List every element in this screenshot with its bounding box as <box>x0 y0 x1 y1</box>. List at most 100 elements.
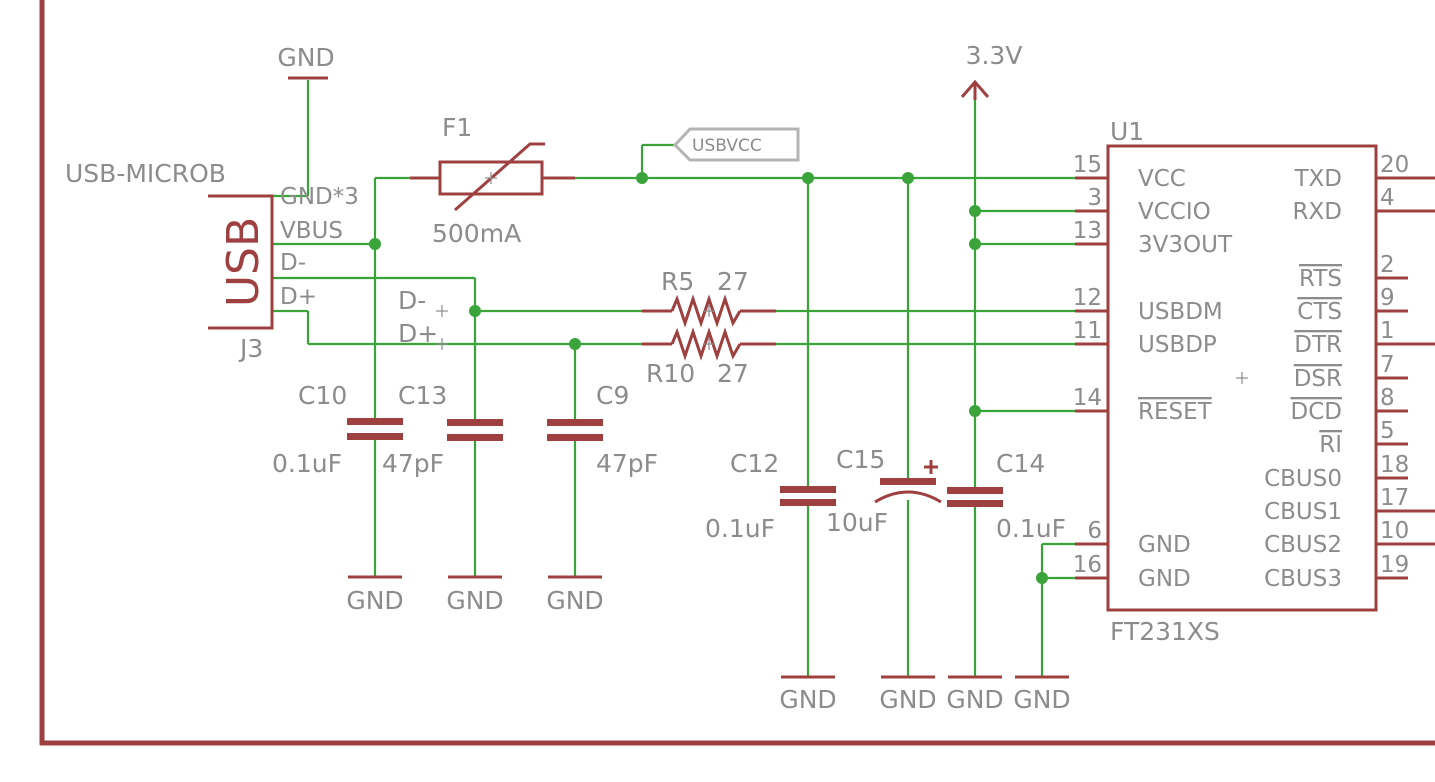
ic-pin-name: CBUS2 <box>1264 532 1342 558</box>
ic-pin-number: 6 <box>1087 518 1102 544</box>
wires <box>272 80 1075 676</box>
connector-pin-vbus: VBUS <box>280 218 343 244</box>
usb-symbol-text: USB <box>218 217 269 307</box>
capacitor-c15-ref: C15 <box>836 445 885 474</box>
ic-pin-name: 3V3OUT <box>1138 232 1233 258</box>
connector-name: USB-MICROB <box>65 159 226 188</box>
sheet-frame <box>39 0 1435 746</box>
gnd-label: GND <box>277 43 334 72</box>
capacitor-c14: C14 0.1uF <box>947 449 1066 543</box>
ic-pin-number: 7 <box>1380 352 1395 378</box>
gnd-label: GND <box>546 586 603 615</box>
junction-dot <box>369 238 381 250</box>
ic-pin-number: 1 <box>1380 318 1395 344</box>
ic-pin-name: CBUS3 <box>1264 566 1342 592</box>
connector-pin-dminus: D- <box>280 250 306 276</box>
ic-pin-number: 4 <box>1380 185 1395 211</box>
ic-pin-name: RESET <box>1138 399 1213 425</box>
capacitor-c12: C12 0.1uF <box>705 449 836 543</box>
ic-pin-number: 15 <box>1073 152 1102 178</box>
ic-pin-name: CBUS1 <box>1264 499 1342 525</box>
gnd-symbol-c14: GND <box>946 675 1004 714</box>
capacitor-c10: C10 0.1uF <box>272 381 403 478</box>
ic-pin-name: CBUS0 <box>1264 466 1342 492</box>
gnd-label: GND <box>446 586 503 615</box>
capacitor-c13-ref: C13 <box>398 381 447 410</box>
ic-pin-name: RTS <box>1299 266 1342 292</box>
resistor-r10-value: 27 <box>717 359 749 388</box>
ic-pin-number: 8 <box>1380 385 1395 411</box>
ic-pin-number: 17 <box>1380 485 1409 511</box>
ic-pin-name: USBDM <box>1138 299 1223 325</box>
ic-pin-number: 14 <box>1073 385 1102 411</box>
capacitor-c14-ref: C14 <box>996 449 1045 478</box>
fuse-value: 500mA <box>432 219 521 248</box>
gnd-label: GND <box>779 685 836 714</box>
ic-pin-number: 10 <box>1380 518 1409 544</box>
gnd-label: GND <box>346 586 403 615</box>
junction-dot <box>902 172 914 184</box>
gnd-label: GND <box>1013 685 1070 714</box>
resistor-r10-ref: R10 <box>646 359 695 388</box>
ic-pin-number: 19 <box>1380 552 1409 578</box>
gnd-symbol-c15: GND <box>879 675 937 714</box>
ic-pin-name: RI <box>1319 432 1342 458</box>
resistor-r5-ref: R5 <box>661 267 694 296</box>
junction-dot <box>802 172 814 184</box>
junction-dot <box>969 405 981 417</box>
capacitor-c9-value: 47pF <box>596 449 658 478</box>
ic-pin-name: DCD <box>1291 399 1342 425</box>
fuse-f1: F1 500mA <box>410 113 575 248</box>
ic-pin-name: VCCIO <box>1138 199 1211 225</box>
capacitor-c10-value: 0.1uF <box>272 449 342 478</box>
net-label-usbvcc: USBVCC <box>672 127 800 162</box>
resistor-r5: R5 27 <box>642 267 776 328</box>
ic-pin-number: 3 <box>1087 185 1102 211</box>
ic-pin-number: 9 <box>1380 285 1395 311</box>
junction-dot <box>969 205 981 217</box>
gnd-label: GND <box>879 685 936 714</box>
ic-pin-name: USBDP <box>1138 332 1217 358</box>
capacitor-c12-value: 0.1uF <box>705 514 775 543</box>
ic-pin-number: 16 <box>1073 552 1102 578</box>
junctions <box>369 172 1048 584</box>
ic-pin-number: 13 <box>1073 218 1102 244</box>
capacitor-c12-ref: C12 <box>730 449 779 478</box>
gnd-symbol-c9: GND <box>546 575 604 615</box>
capacitor-c13-value: 47pF <box>382 449 444 478</box>
ic-pin-number: 12 <box>1073 285 1102 311</box>
ic-pin-name: VCC <box>1138 166 1186 192</box>
resistor-r5-value: 27 <box>717 267 749 296</box>
junction-dot <box>1036 572 1048 584</box>
capacitor-c9: C9 47pF <box>547 381 658 478</box>
ic-ref: U1 <box>1110 117 1144 146</box>
ic-pin-number: 5 <box>1380 418 1395 444</box>
supply-3v3-symbol: 3.3V <box>960 41 1023 100</box>
capacitor-c15: C15 10uF <box>826 445 942 537</box>
capacitor-c9-ref: C9 <box>596 381 629 410</box>
supply-label: 3.3V <box>966 41 1023 70</box>
junction-dot <box>969 238 981 250</box>
connector-pin-gnd: GND*3 <box>280 184 359 210</box>
gnd-symbol-top: GND <box>277 43 335 80</box>
gnd-symbol-c10: GND <box>346 575 404 615</box>
net-label-dminus: D- <box>398 286 426 315</box>
ic-pin-number: 18 <box>1380 452 1409 478</box>
gnd-symbol-ic: GND <box>1013 675 1071 714</box>
ic-u1: U1 FT231XS 15 3 13 12 11 14 6 16 VCC VCC… <box>1073 117 1435 646</box>
capacitor-c14-value: 0.1uF <box>996 514 1066 543</box>
ic-pin-name: TXD <box>1293 166 1342 192</box>
ic-pin-name: CTS <box>1297 299 1342 325</box>
gnd-symbol-c13: GND <box>446 575 504 615</box>
ic-part: FT231XS <box>1110 617 1220 646</box>
resistor-r10: R10 27 <box>642 327 776 388</box>
connector-pin-dplus: D+ <box>280 284 317 310</box>
gnd-label: GND <box>946 685 1003 714</box>
fuse-ref: F1 <box>442 113 472 142</box>
ic-pin-name: DTR <box>1294 332 1342 358</box>
capacitor-c15-value: 10uF <box>826 508 888 537</box>
junction-dot <box>469 305 481 317</box>
ic-pin-number: 2 <box>1380 252 1395 278</box>
usb-connector-j3: USB USB-MICROB J3 GND*3 VBUS D- D+ <box>65 159 359 363</box>
